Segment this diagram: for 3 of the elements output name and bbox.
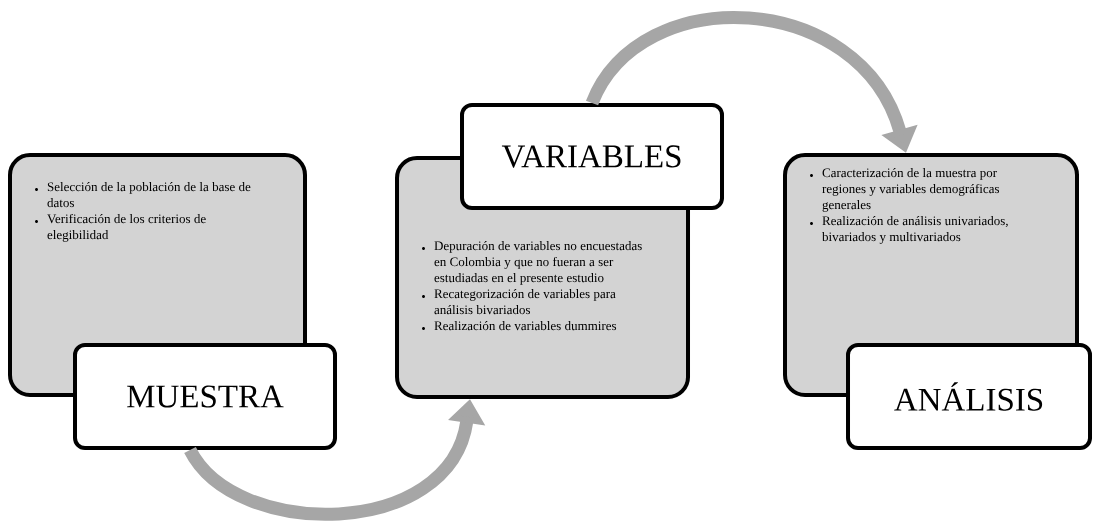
title-box: ANÁLISIS [846,343,1092,450]
title-box: MUESTRA [73,343,337,450]
title-box: VARIABLES [460,103,724,210]
